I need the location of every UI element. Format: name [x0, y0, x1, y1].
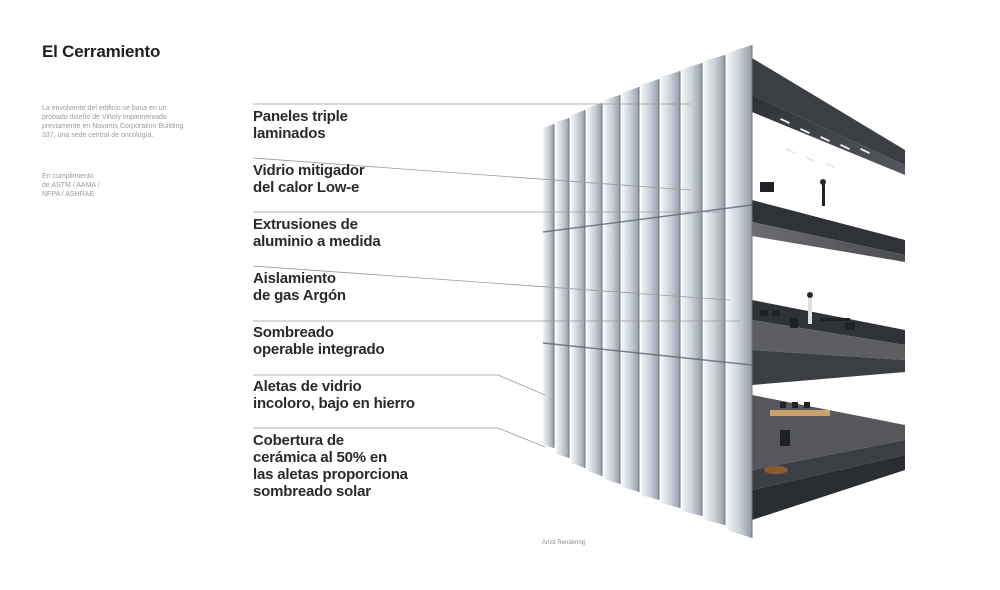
feature-label: Vidrio mitigador del calor Low-e	[253, 162, 365, 196]
compliance-line: En cumplimiento	[42, 173, 94, 180]
feature-label: Cobertura de cerámica al 50% en las alet…	[253, 432, 408, 500]
glass-fins	[542, 45, 753, 538]
feature-label: Aletas de vidrio incoloro, bajo en hierr…	[253, 378, 415, 412]
rendering-caption: Artist Rendering	[542, 540, 586, 546]
feature-label: Sombreado operable integrado	[253, 324, 385, 358]
page-title: El Cerramiento	[42, 42, 161, 61]
feature-label: Aislamiento de gas Argón	[253, 270, 346, 304]
feature-label: Paneles triple laminados	[253, 108, 348, 142]
compliance-line: NFPA / ASHRAE	[42, 191, 94, 198]
feature-label: Extrusiones de aluminio a medida	[253, 216, 381, 250]
compliance-note: En cumplimiento de ASTM / AAMA / NFPA / …	[42, 172, 192, 199]
building-section	[752, 58, 905, 520]
compliance-line: de ASTM / AAMA /	[42, 182, 100, 189]
feature-labels: Paneles triple laminados Vidrio mitigado…	[253, 0, 503, 590]
page-description: La envolvente del edificio se basa en un…	[42, 105, 184, 139]
